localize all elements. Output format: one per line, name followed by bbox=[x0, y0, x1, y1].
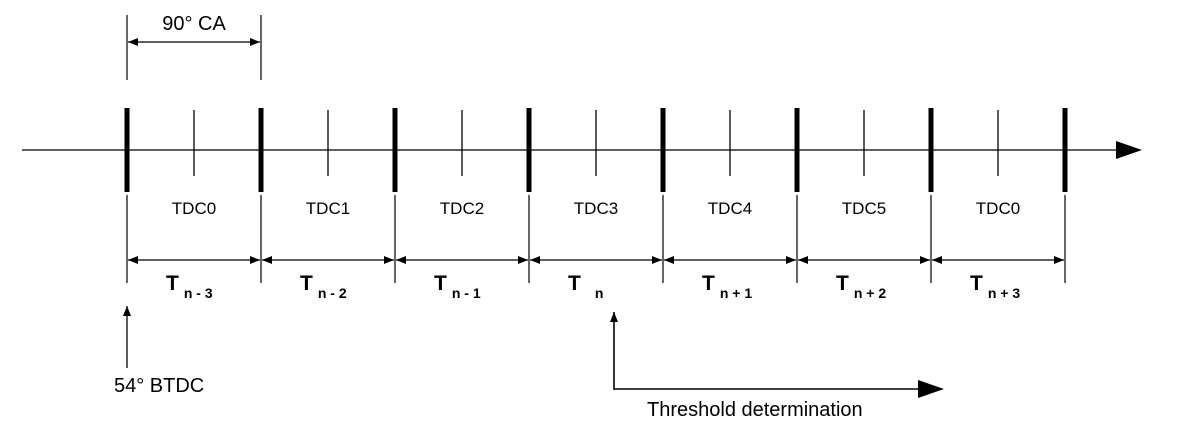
tdc-label: TDC1 bbox=[306, 199, 350, 218]
interval-subscript: n + 3 bbox=[988, 285, 1021, 301]
interval-main: T bbox=[166, 272, 179, 295]
tdc-label: TDC0 bbox=[976, 199, 1020, 218]
interval-main: T bbox=[970, 272, 983, 295]
interval-subscript: n bbox=[595, 285, 604, 301]
start-marker: 54° BTDC bbox=[114, 306, 204, 397]
interval-main: T bbox=[300, 272, 313, 295]
interval-subscript: n - 1 bbox=[452, 285, 481, 301]
interval-subscript: n - 2 bbox=[318, 285, 347, 301]
tdc-label: TDC2 bbox=[440, 199, 484, 218]
angle-dimension: 90° CA bbox=[126, 13, 262, 80]
interval-main: T bbox=[434, 272, 447, 295]
interval-main: T bbox=[568, 272, 581, 295]
time-axis-arrowhead bbox=[1116, 141, 1142, 159]
angle-label: 90° CA bbox=[162, 13, 226, 35]
interval-subscript: n - 3 bbox=[184, 285, 213, 301]
threshold-arrow: Threshold determination bbox=[610, 312, 944, 421]
tdc-label: TDC5 bbox=[842, 199, 886, 218]
crank-marks bbox=[124, 108, 1068, 283]
interval-subscript: n + 1 bbox=[720, 285, 753, 301]
interval-subscript: n + 2 bbox=[854, 285, 887, 301]
interval-main: T bbox=[836, 272, 849, 295]
start-label: 54° BTDC bbox=[114, 375, 204, 397]
tdc-label: TDC4 bbox=[708, 199, 752, 218]
interval-main: T bbox=[702, 272, 715, 295]
tdc-label: TDC0 bbox=[172, 199, 216, 218]
tdc-labels: TDC0 TDC1 TDC2 TDC3 TDC4 TDC5 TDC0 bbox=[172, 199, 1020, 218]
tdc-label: TDC3 bbox=[574, 199, 618, 218]
threshold-label: Threshold determination bbox=[647, 399, 863, 421]
